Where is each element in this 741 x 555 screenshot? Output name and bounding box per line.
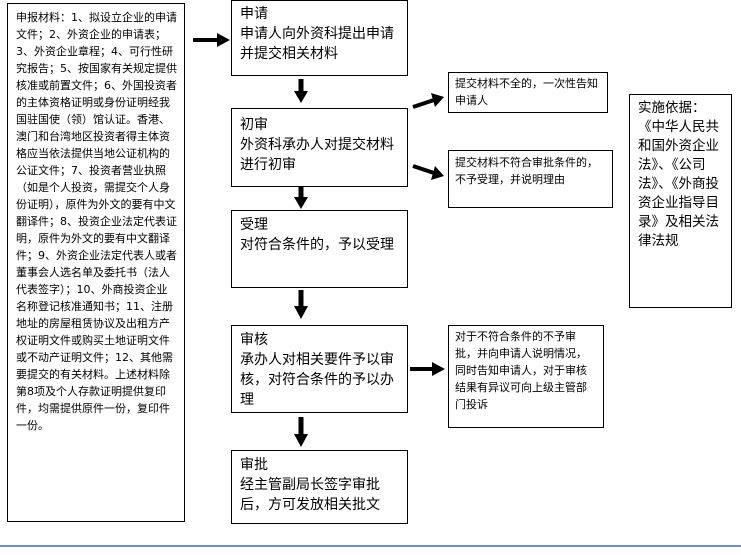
step-approve-body: 经主管副局长签字审批后，方可发放相关批文 (240, 477, 380, 513)
arrow-prereview-to-notmeet (412, 164, 444, 180)
step-apply-title: 申请 (240, 6, 268, 22)
step-apply-body: 申请人向外资科提出申请并提交相关材料 (240, 26, 394, 62)
step-apply-box: 申请 申请人向外资科提出申请并提交相关材料 (231, 0, 408, 76)
step-review-body: 承办人对相关要件予以审核，对符合条件的予以办理 (240, 352, 394, 408)
arrow-prereview-to-incomplete (412, 93, 444, 109)
arrow-prereview-to-accept (294, 187, 308, 209)
bottom-divider (0, 545, 741, 547)
note-notmeet-text: 提交材料不符合审批条件的，不予受理，并说明理由 (455, 156, 598, 186)
basis-text: 实施依据：《中华人民共和国外资企业法》、《公司法》、《外商投资企业指导目录》及相… (638, 100, 719, 249)
step-accept-title: 受理 (240, 217, 268, 233)
step-accept-body: 对符合条件的，予以受理 (240, 237, 394, 253)
arrow-review-to-approve (294, 417, 308, 447)
note-incomplete-text: 提交材料不全的，一次性告知申请人 (455, 77, 598, 107)
step-approve-title: 审批 (240, 457, 268, 473)
step-approve-box: 审批 经主管副局长签字审批后，方可发放相关批文 (231, 450, 408, 524)
basis-box: 实施依据：《中华人民共和国外资企业法》、《公司法》、《外商投资企业指导目录》及相… (629, 94, 732, 308)
note-incomplete-box: 提交材料不全的，一次性告知申请人 (448, 72, 608, 113)
arrow-review-to-reject (410, 362, 445, 376)
step-prereview-title: 初审 (240, 117, 268, 133)
note-notmeet-box: 提交材料不符合审批条件的，不予受理，并说明理由 (448, 150, 613, 208)
materials-box: 申报材料：1、拟设立企业的申请文件；2、外资企业的申请表；3、外资企业章程；4、… (7, 3, 185, 522)
step-prereview-body: 外资科承办人对提交材料进行初审 (240, 137, 394, 173)
arrow-apply-to-prereview (294, 79, 308, 103)
step-review-box: 审核 承办人对相关要件予以审核，对符合条件的予以办理 (231, 325, 408, 413)
materials-text: 申报材料：1、拟设立企业的申请文件；2、外资企业的申请表；3、外资企业章程；4、… (16, 11, 177, 432)
arrow-materials-to-apply (193, 33, 230, 47)
step-prereview-box: 初审 外资科承办人对提交材料进行初审 (231, 108, 408, 187)
note-reject-text: 对于不符合条件的不予审批，并向申请人说明情况，同时告知申请人，对于审核结果有异议… (455, 330, 587, 411)
step-accept-box: 受理 对符合条件的，予以受理 (231, 210, 408, 288)
note-reject-box: 对于不符合条件的不予审批，并向申请人说明情况，同时告知申请人，对于审核结果有异议… (448, 325, 604, 428)
arrow-accept-to-review (294, 290, 308, 319)
step-review-title: 审核 (240, 332, 268, 348)
